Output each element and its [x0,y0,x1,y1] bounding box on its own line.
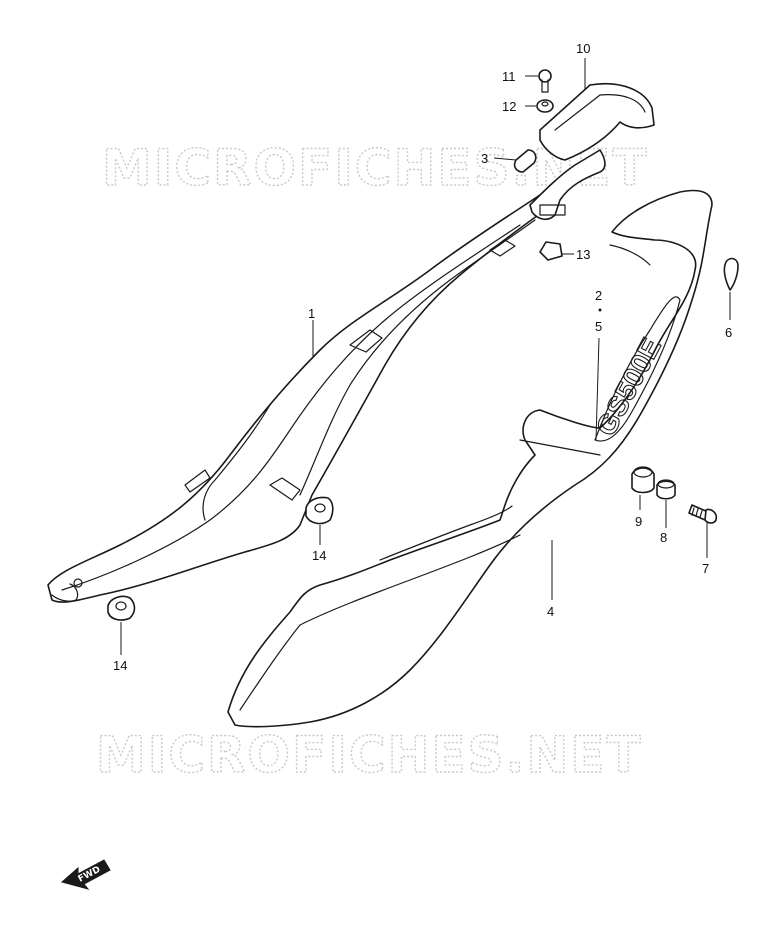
grommet-14b[interactable] [107,595,136,621]
left-frame-cover[interactable] [47,194,553,603]
callout-8: 8 [660,530,667,545]
spacer-8[interactable] [656,479,676,500]
callout-11: 11 [502,69,516,84]
bolt-7[interactable] [688,504,718,524]
nut-13[interactable] [539,241,563,261]
cushion-9[interactable] [631,466,655,494]
callout-13: 13 [576,247,590,262]
callout-5: 5 [595,319,602,334]
callout-6: 6 [725,325,732,340]
fwd-arrow-icon: FWD [60,859,111,890]
callout-2: 2 [595,288,602,303]
watermark-bottom: MICROFICHES.NET [96,726,643,784]
callouts: 1 2 3 4 5 6 7 8 9 10 11 12 13 14 14 [113,41,732,673]
grommet-14a[interactable] [305,496,334,525]
clip-3[interactable] [513,149,537,173]
callout-4: 4 [547,604,554,619]
leader-lines [120,58,731,655]
screw-11[interactable] [538,69,552,93]
rear-bracket[interactable] [529,83,655,221]
callout-7: 7 [702,561,709,576]
callout-10: 10 [576,41,590,56]
callout-14b: 14 [113,658,127,673]
emblem-piece-6[interactable] [723,257,739,291]
callout-3: 3 [481,151,488,166]
callout-1: 1 [308,306,315,321]
callout-9: 9 [635,514,642,529]
grommet-12[interactable] [536,99,554,113]
callout-14a: 14 [312,548,326,563]
callout-12: 12 [502,99,516,114]
